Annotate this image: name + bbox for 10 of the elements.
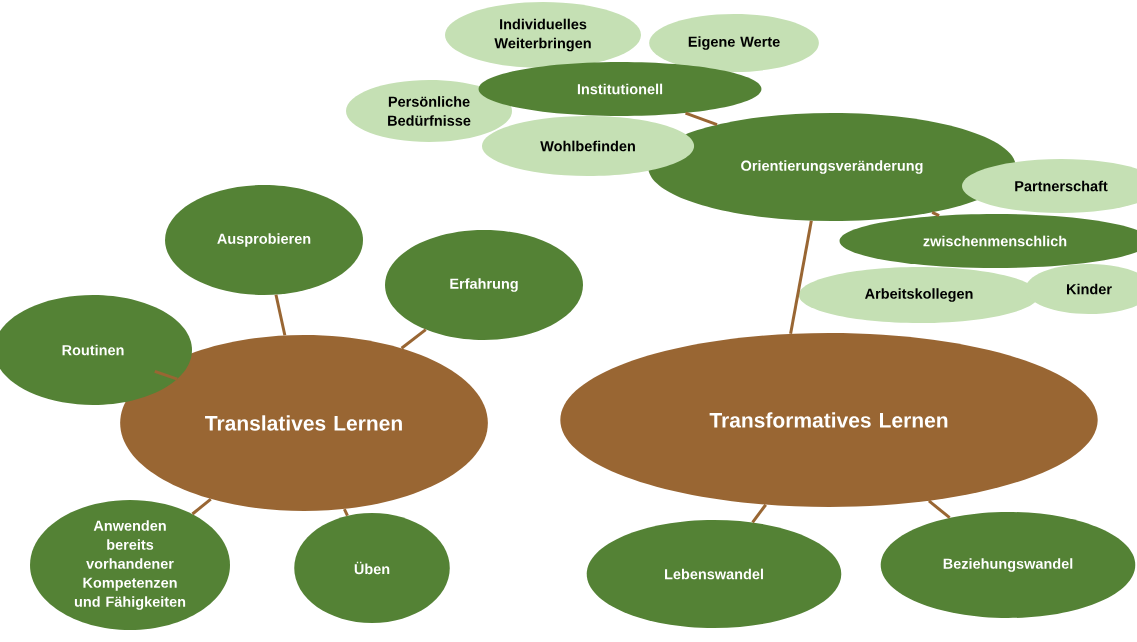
connector-line xyxy=(191,497,212,516)
connector-line xyxy=(274,294,287,336)
connector-line xyxy=(789,220,813,334)
connector-line xyxy=(400,328,427,350)
connector-line xyxy=(154,369,178,381)
connector-line xyxy=(928,499,951,519)
connector-line xyxy=(685,111,718,127)
connector-line xyxy=(343,508,349,517)
connector-line xyxy=(931,211,940,217)
connector-line xyxy=(751,503,767,524)
